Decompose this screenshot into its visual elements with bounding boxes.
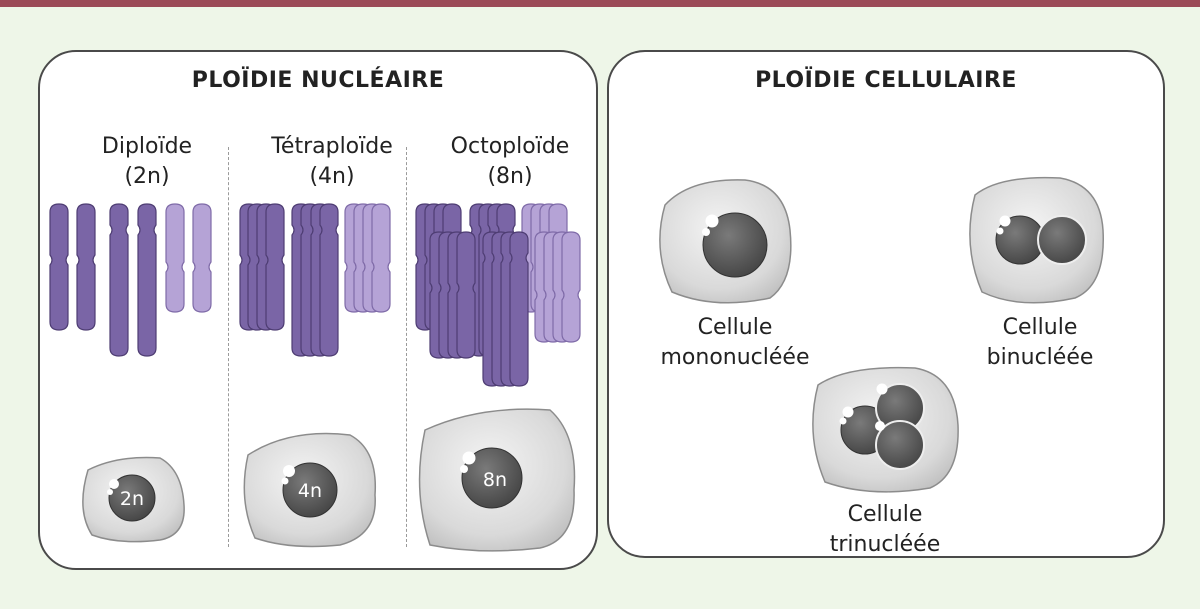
chromosome: [192, 203, 212, 313]
column-divider: [228, 147, 229, 547]
diploid-chromosomes: [49, 203, 212, 357]
binucleated-label: Cellule binucléée: [955, 313, 1125, 373]
octoploid-chromosomes: [415, 203, 581, 387]
chromosome: [76, 203, 96, 331]
chromosome: [509, 231, 529, 387]
tetraploid-chromosomes: [239, 203, 391, 357]
nucleus: [282, 462, 338, 518]
diploid-ploidy: (2n): [124, 164, 170, 189]
chromosome: [165, 203, 185, 313]
chromosome: [371, 203, 391, 313]
octoploid-name: Octoploïde: [450, 134, 570, 159]
nucleus: [108, 474, 156, 522]
diploid-cell: 2n: [82, 456, 185, 543]
chromosome: [561, 231, 581, 343]
nucleus-label: 2n: [120, 488, 144, 510]
binucleated-line1: Cellule: [1002, 315, 1078, 340]
mononucleated-line2: mononucléée: [660, 345, 810, 370]
chromosome: [137, 203, 157, 357]
chromosome: [49, 203, 69, 331]
chromosome: [109, 203, 129, 357]
trinucleated-line1: Cellule: [847, 502, 923, 527]
nucleus: [702, 212, 768, 278]
tetraploid-name: Tétraploïde: [271, 134, 393, 159]
nucleus: [1037, 215, 1087, 265]
nucleus: [875, 420, 925, 470]
binucleated-cell: [969, 176, 1105, 304]
top-accent-bar: [0, 0, 1200, 7]
cellular-ploidy-title: PLOÏDIE CELLULAIRE: [755, 68, 1017, 93]
mononucleated-label: Cellule mononucléée: [640, 313, 830, 373]
chromosome: [319, 203, 339, 357]
tetraploid-ploidy: (4n): [309, 164, 355, 189]
mononucleated-line1: Cellule: [697, 315, 773, 340]
trinucleated-label: Cellule trinucléée: [800, 500, 970, 560]
nuclear-ploidy-title: PLOÏDIE NUCLÉAIRE: [191, 68, 445, 93]
chromosome: [265, 203, 285, 331]
nucleus-label: 8n: [483, 469, 507, 491]
trinucleated-cell: [812, 366, 959, 493]
nucleus: [461, 447, 523, 509]
trinucleated-line2: trinucléée: [829, 532, 941, 557]
mononucleated-cell: [659, 179, 792, 304]
binucleated-line2: binucléée: [986, 345, 1094, 370]
nucleus-label: 4n: [298, 480, 322, 502]
chromosome: [456, 231, 476, 359]
diploid-name: Diploïde: [101, 134, 193, 159]
tetraploid-label: Tétraploïde (4n): [262, 132, 402, 192]
column-divider: [406, 147, 407, 547]
octoploid-label: Octoploïde (8n): [440, 132, 580, 192]
octoploid-ploidy: (8n): [487, 164, 533, 189]
diploid-label: Diploïde (2n): [82, 132, 212, 192]
tetraploid-cell: 4n: [243, 432, 377, 548]
octoploid-cell: 8n: [418, 408, 576, 552]
